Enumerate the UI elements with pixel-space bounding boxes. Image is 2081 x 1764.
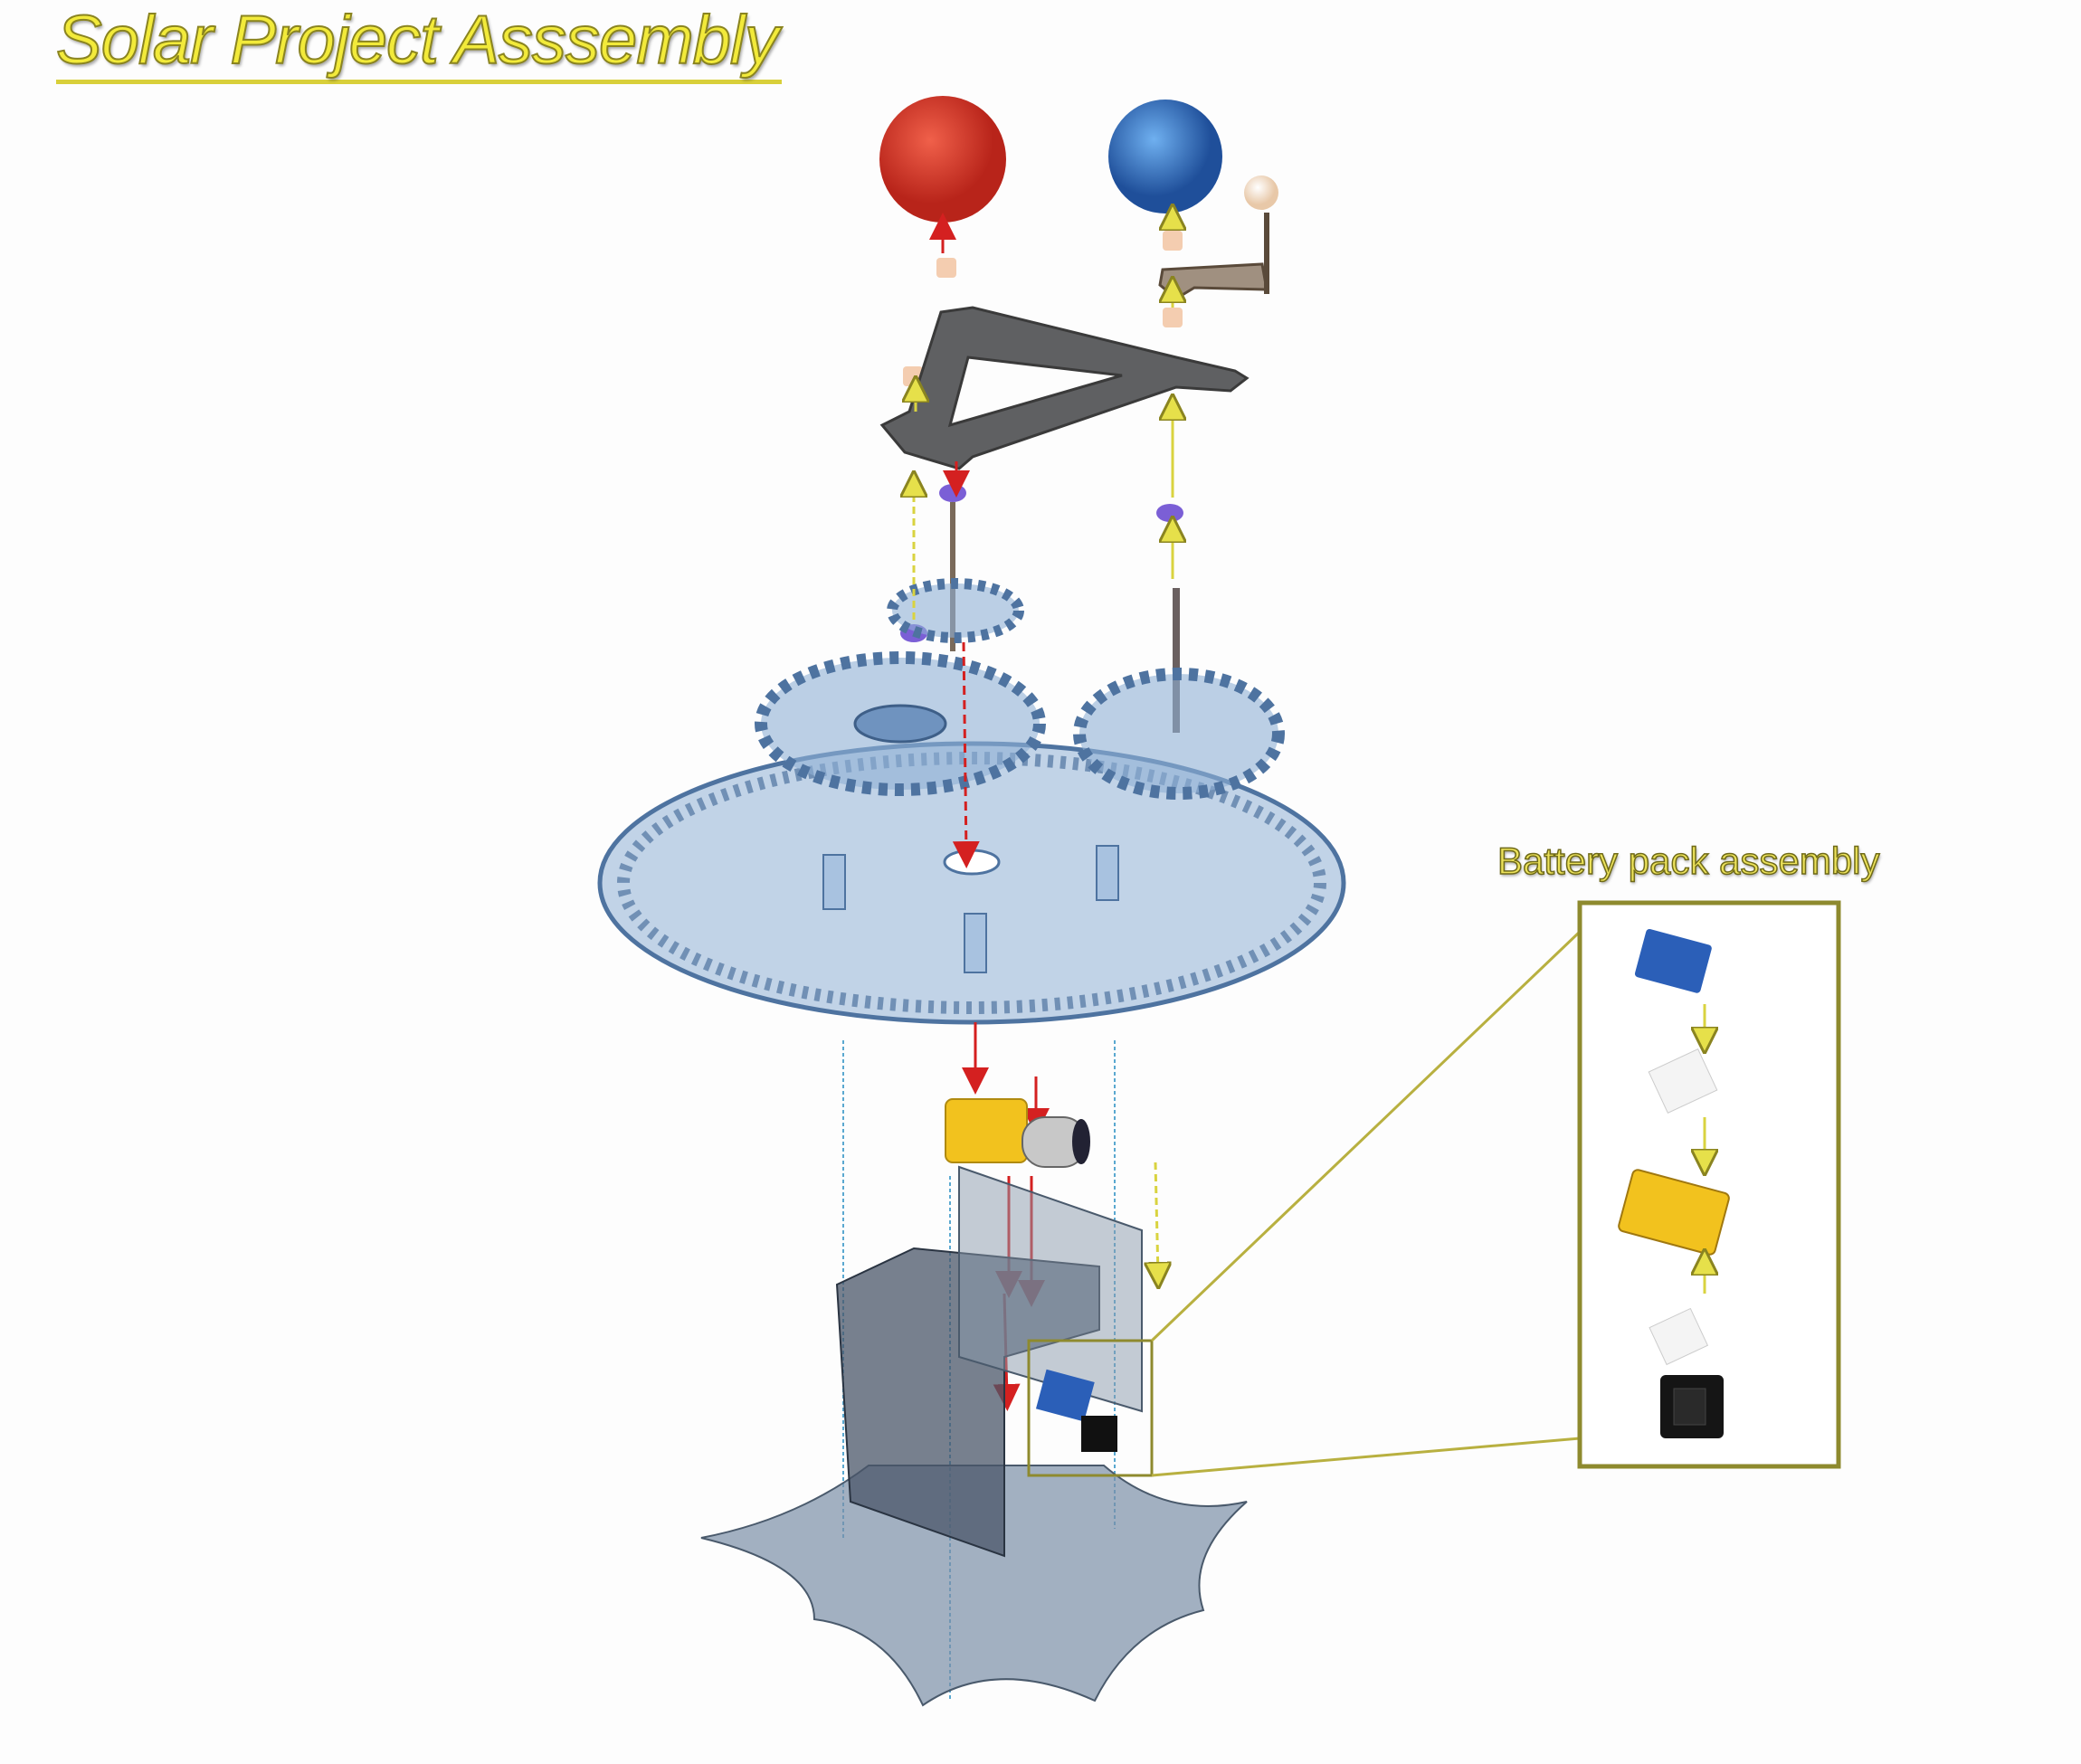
spacer <box>936 258 956 278</box>
gear-motor <box>945 1098 1090 1168</box>
gear-small <box>887 578 1024 643</box>
yellow-arrows <box>914 217 1173 1276</box>
cross-base <box>700 1465 1248 1707</box>
inset-highlight <box>1027 1339 1154 1477</box>
spacer <box>1163 231 1183 251</box>
switch-small <box>1081 1416 1117 1452</box>
page-title: Solar Project Asssembly <box>55 1 782 84</box>
center-hole <box>943 849 1001 876</box>
moon-sphere <box>1244 175 1278 210</box>
insulation-pad <box>1648 1048 1718 1114</box>
lipo-battery <box>1618 1169 1730 1256</box>
washer <box>1156 504 1183 522</box>
washer <box>939 484 966 502</box>
charger-board <box>1634 928 1712 993</box>
callout-lines <box>1150 930 1582 1477</box>
moon-arm <box>1158 262 1269 300</box>
battery-pack-inset <box>1577 900 1841 1469</box>
gear-medium <box>1073 668 1285 800</box>
earth-sphere <box>1108 100 1222 213</box>
spacer <box>1163 308 1183 327</box>
sun-sphere <box>879 96 1006 223</box>
side-panel <box>958 1165 1143 1413</box>
battery-pack-label: Battery pack assembly <box>1497 839 1880 883</box>
charger-board-small <box>1035 1369 1095 1422</box>
triangle-arm <box>879 306 1250 470</box>
standoffs <box>822 845 1119 973</box>
insulation-pad <box>1649 1307 1709 1366</box>
